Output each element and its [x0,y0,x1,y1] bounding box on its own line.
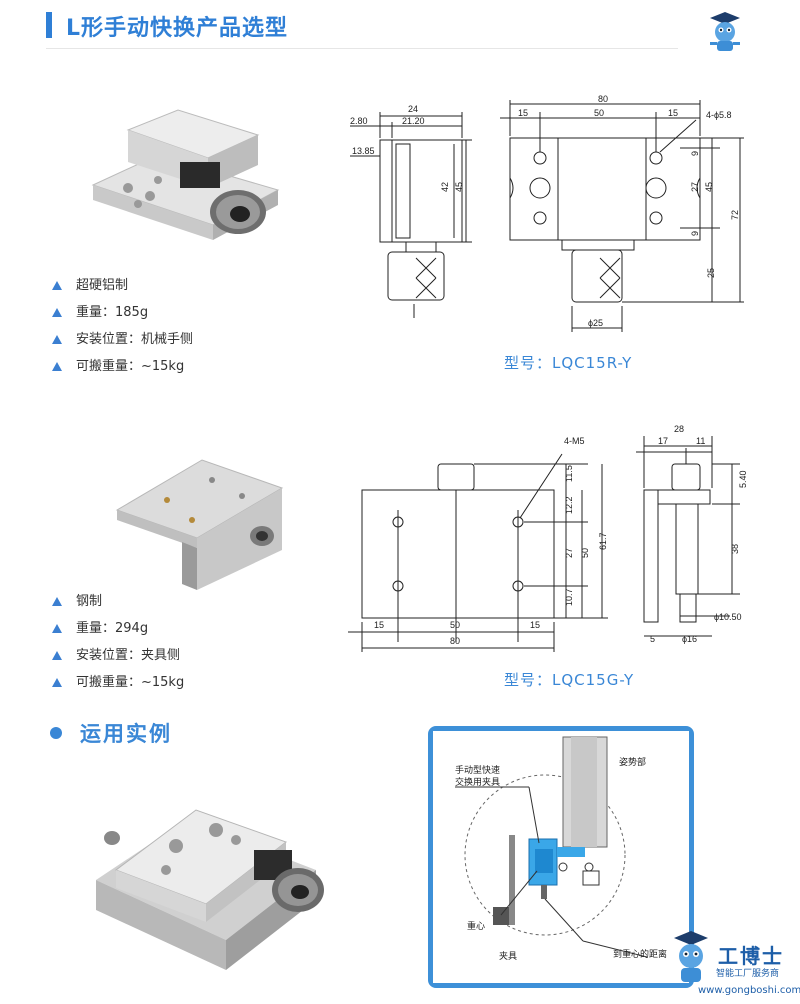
dim-label: 50 [594,108,604,118]
dim-label: 80 [450,636,460,646]
section-dot-icon [50,727,62,739]
dim-label: 4-M5 [564,436,585,446]
dim-label: 11.5 [564,465,574,482]
dim-label: 45 [454,182,464,192]
dim-label: 45 [704,182,714,192]
watermark-mascot-icon [674,931,708,982]
bullet-triangle-icon [52,678,62,687]
dim-label: 12.2 [564,496,574,514]
dim-label: 2.80 [350,116,368,126]
spec-item: 重量：294g [52,619,184,646]
dim-label: 80 [598,94,608,104]
watermark-brand: 工博士 [718,944,784,968]
spec-item: 钢制 [52,592,184,619]
dim-label: 17 [658,436,668,446]
diagram-label: 手动型快速 [455,764,500,775]
dim-label: 72 [730,210,740,220]
product-photo-lqc15g [115,459,284,590]
bullet-triangle-icon [52,362,62,371]
spec-item: 可搬重量：~15kg [52,357,193,384]
diagram-label: 到重心的距离 [613,948,667,959]
bullet-triangle-icon [52,597,62,606]
product-2-spec-list: 钢制 重量：294g 安装位置：夹具侧 可搬重量：~15kg [52,592,184,700]
diagram-label: 夹具 [499,950,517,961]
dim-label: 42 [440,182,450,192]
dim-label: ϕ25 [588,318,603,328]
dim-label: ϕ16 [682,634,697,644]
dim-label: 5 [650,634,655,644]
watermark-url: www.gongboshi.com [698,985,800,996]
dim-label: 38 [730,544,740,554]
dim-label: 11 [696,436,705,446]
header-divider [46,48,678,49]
watermark-subtitle: 智能工厂服务商 [716,969,780,979]
diagram-label: 重心 [467,920,485,931]
dim-label: ϕ10.50 [714,612,742,622]
dim-label: 28 [674,424,684,434]
application-diagram: 手动型快速 交换用夹具 姿势部 重心 夹具 到重心的距离 [433,731,689,983]
dim-label: 10.7 [564,588,574,606]
dim-label: 9 [690,231,700,236]
spec-item: 重量：185g [52,303,193,330]
product-photo-lqc15r [91,109,280,240]
spec-item: 安装位置：机械手侧 [52,330,193,357]
diagram-label: 姿势部 [619,756,646,767]
bullet-triangle-icon [52,624,62,633]
mascot-icon [710,12,740,51]
spec-item: 安装位置：夹具侧 [52,646,184,673]
dim-label: 4-ϕ5.8 [706,110,732,120]
technical-drawing-lqc15r: 24 2.80 21.20 13.85 42 45 80 15 50 15 4-… [350,94,744,332]
dim-label: 15 [530,620,540,630]
section-title: 运用实例 [80,722,172,746]
bullet-triangle-icon [52,308,62,317]
technical-drawing-lqc15g: 4-M5 11.5 12.2 27 50 61.7 10.7 15 50 15 … [348,424,748,652]
bullet-triangle-icon [52,281,62,290]
dim-label: 50 [450,620,460,630]
dim-label: 13.85 [352,146,375,156]
title-accent-bar [46,12,52,38]
spec-item: 可搬重量：~15kg [52,673,184,700]
bullet-triangle-icon [52,335,62,344]
dim-label: 50 [580,548,590,558]
dim-label: 25 [706,268,716,278]
dim-label: 21.20 [402,116,425,126]
dim-label: 15 [668,108,678,118]
product-1-spec-list: 超硬铝制 重量：185g 安装位置：机械手侧 可搬重量：~15kg [52,276,193,384]
dim-label: 27 [564,548,574,558]
model-number: 型号：LQC15G-Y [504,671,635,689]
model-number: 型号：LQC15R-Y [504,354,633,372]
dim-label: 24 [408,104,418,114]
dim-label: 61.7 [598,532,608,550]
spec-item: 超硬铝制 [52,276,193,303]
dim-label: 15 [374,620,384,630]
diagram-label: 交换用夹具 [455,776,500,787]
page-title: L形手动快换产品选型 [66,16,289,41]
dim-label: 5.40 [738,470,748,488]
application-photo [96,809,324,970]
bullet-triangle-icon [52,651,62,660]
dim-label: 27 [690,182,700,192]
dim-label: 15 [518,108,528,118]
dim-label: 9 [690,151,700,156]
